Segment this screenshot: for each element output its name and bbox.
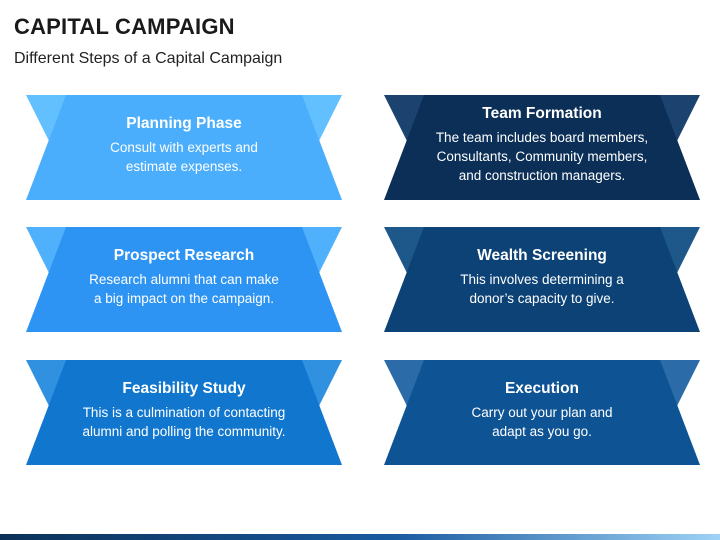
step-title: Planning Phase [126, 114, 242, 132]
step-description: The team includes board members, Consult… [435, 130, 649, 183]
step-card-shape [26, 227, 342, 332]
step-card-team-formation: Team Formation The team includes board m… [384, 90, 700, 200]
step-card-shape [26, 360, 342, 465]
step-description: This is a culmination of contacting alum… [82, 404, 286, 439]
step-card-planning-phase: Planning Phase Consult with experts and … [26, 90, 342, 200]
step-card-execution: Execution Carry out your plan and adapt … [384, 355, 700, 465]
step-description: Carry out your plan and adapt as you go. [471, 404, 613, 439]
page-title: CAPITAL CAMPAIGN [14, 14, 235, 39]
step-title: Wealth Screening [477, 246, 607, 264]
bottom-accent-bar [0, 534, 720, 540]
step-card-shape [384, 360, 700, 465]
step-title: Execution [504, 379, 580, 397]
step-description: Research alumni that can make a big impa… [89, 271, 279, 306]
step-title: Prospect Research [113, 246, 255, 264]
step-card-shape [384, 227, 700, 332]
step-card-shape [26, 95, 342, 200]
page-subtitle: Different Steps of a Capital Campaign [14, 50, 283, 67]
step-card-shape [384, 95, 700, 200]
step-description: This involves determining a donor’s capa… [460, 271, 624, 306]
step-card-wealth-screening: Wealth Screening This involves determini… [384, 222, 700, 332]
step-card-feasibility-study: Feasibility Study This is a culmination … [26, 355, 342, 465]
step-title: Feasibility Study [122, 379, 246, 397]
step-card-prospect-research: Prospect Research Research alumni that c… [26, 222, 342, 332]
step-title: Team Formation [482, 105, 602, 122]
step-description: Consult with experts and estimate expens… [110, 139, 258, 174]
